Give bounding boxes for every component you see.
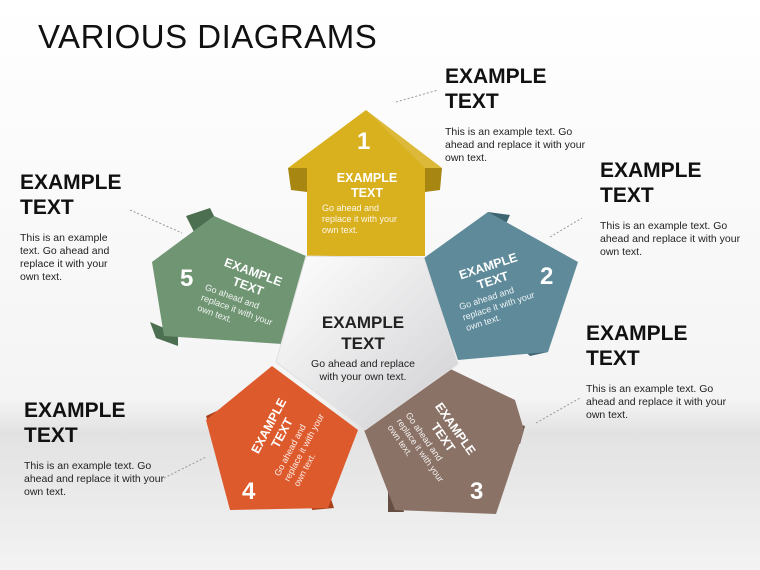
callout-3-heading: EXAMPLE TEXT <box>586 322 688 370</box>
arrow-5 <box>150 208 306 346</box>
center-label: EXAMPLE TEXT Go ahead and replace with y… <box>288 312 438 384</box>
callout-1: EXAMPLE TEXT This is an example text. Go… <box>445 64 605 165</box>
arrow-3-number: 3 <box>470 478 484 505</box>
callout-connector-2 <box>549 217 583 238</box>
callout-connector-3 <box>535 397 581 424</box>
callout-2-heading: EXAMPLE TEXT <box>600 159 702 207</box>
callout-4-body: This is an example text. Go ahead and re… <box>24 460 165 498</box>
callout-5-heading: EXAMPLE TEXT <box>20 171 122 219</box>
arrow-1-label: EXAMPLE TEXT Go ahead and replace it wit… <box>322 171 412 236</box>
callout-2-body: This is an example text. Go ahead and re… <box>600 220 741 258</box>
arrow-1 <box>288 110 442 256</box>
center-heading: EXAMPLE TEXT <box>321 313 405 353</box>
arrow-2 <box>424 212 578 360</box>
callout-3-body: This is an example text. Go ahead and re… <box>586 383 727 421</box>
callout-5-body: This is an example text. Go ahead and re… <box>20 232 110 283</box>
arrow-1-number: 1 <box>357 128 371 155</box>
callout-3: EXAMPLE TEXT This is an example text. Go… <box>586 321 746 422</box>
arrow-4-number: 4 <box>242 478 256 505</box>
callout-4-heading: EXAMPLE TEXT <box>24 399 126 447</box>
callout-connector-1 <box>395 89 439 103</box>
arrow-4 <box>206 366 358 510</box>
callout-4: EXAMPLE TEXT This is an example text. Go… <box>24 398 184 499</box>
arrow-2-number: 2 <box>540 263 554 290</box>
center-pentagon <box>275 255 459 431</box>
callout-connector-5 <box>129 209 183 234</box>
arrow-1-heading: EXAMPLE TEXT <box>336 171 398 200</box>
arrow-1-body: Go ahead and replace it with your own te… <box>322 203 398 235</box>
center-body: Go ahead and replace with your own text. <box>311 358 415 383</box>
callout-1-body: This is an example text. Go ahead and re… <box>445 126 586 164</box>
arrow-5-number: 5 <box>180 265 194 292</box>
callout-1-heading: EXAMPLE TEXT <box>445 65 547 113</box>
callout-5: EXAMPLE TEXT This is an example text. Go… <box>20 170 150 284</box>
page-title: VARIOUS DIAGRAMS <box>38 18 378 55</box>
callout-2: EXAMPLE TEXT This is an example text. Go… <box>600 158 755 259</box>
